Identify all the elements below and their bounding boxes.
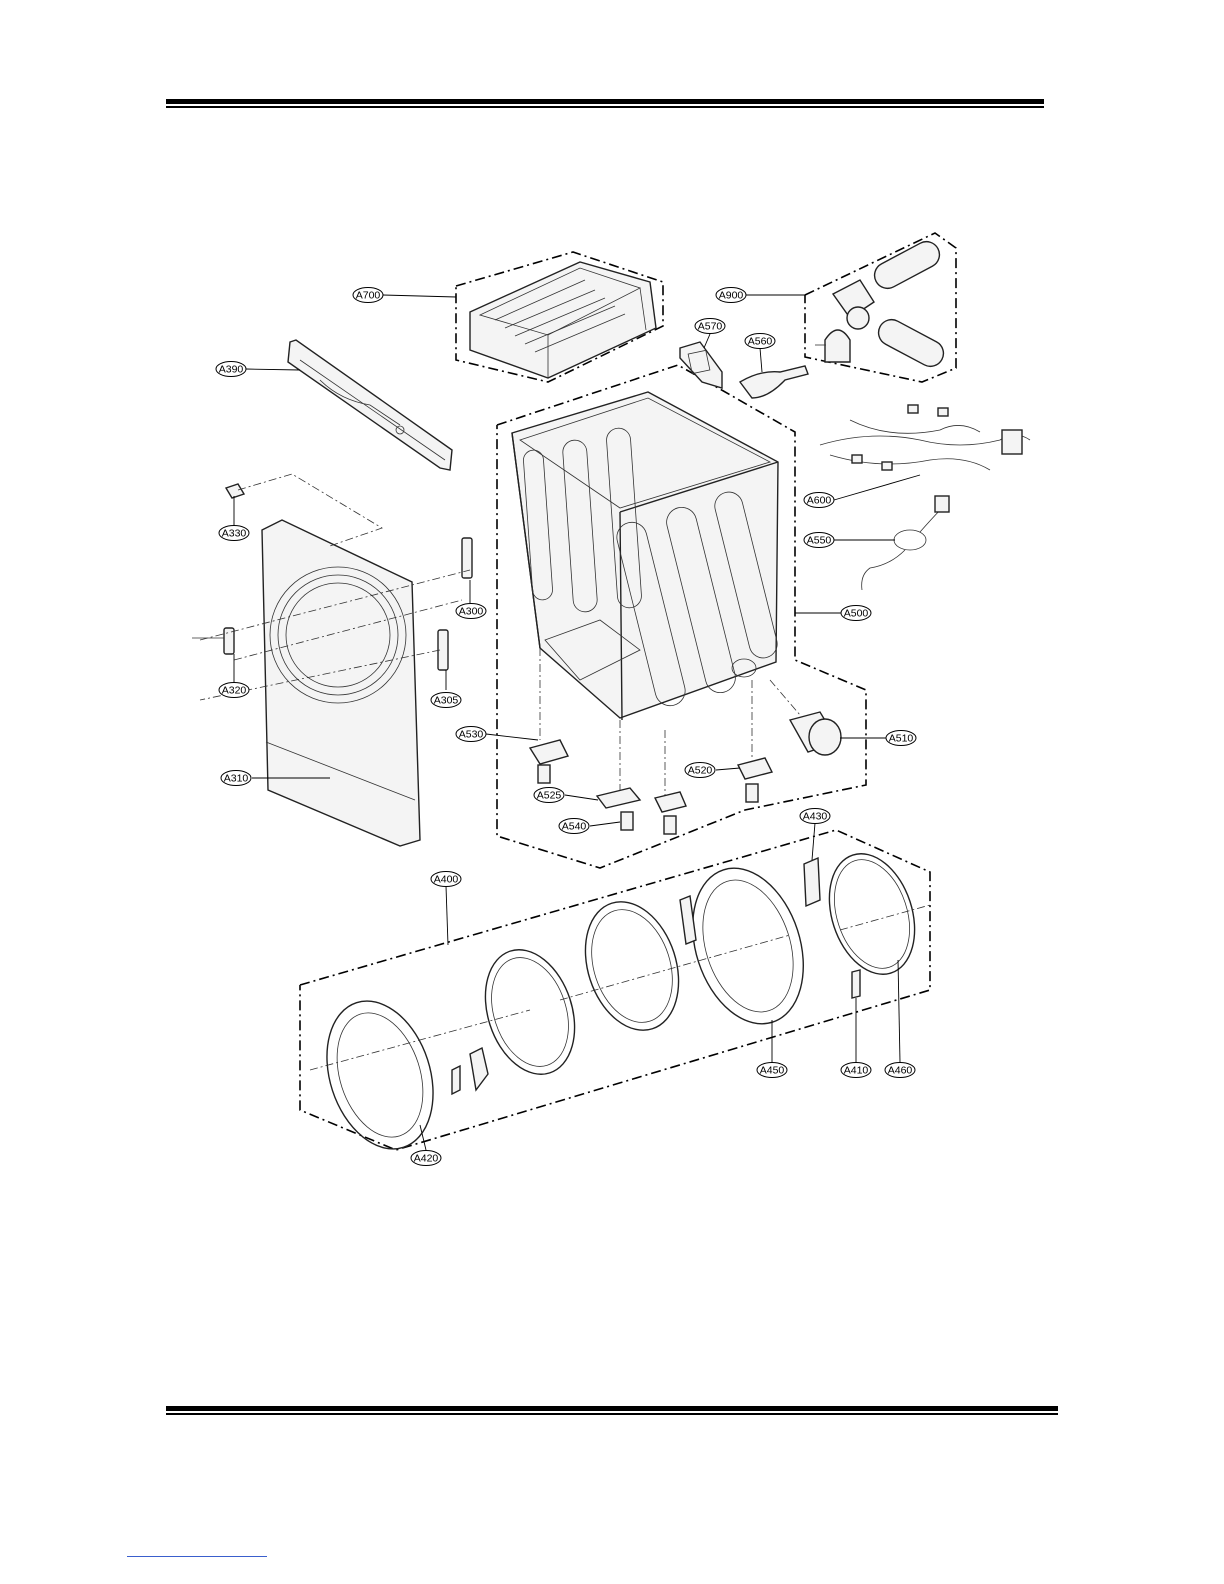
callout-text: A390 — [219, 364, 244, 376]
group-box-a400 — [300, 830, 930, 1150]
bracket-a560-part — [740, 366, 808, 398]
callout-a550: A550 — [804, 533, 834, 548]
front-panel-part — [262, 520, 420, 846]
callout-a390: A390 — [216, 362, 246, 377]
callout-a305: A305 — [431, 693, 461, 708]
door-parts — [309, 843, 930, 1163]
leg-bracket-a530-part — [530, 740, 568, 783]
callout-a560: A560 — [745, 334, 775, 349]
callout-text: A520 — [688, 765, 713, 777]
callout-a570: A570 — [695, 319, 725, 334]
lint-housing-part — [470, 262, 656, 378]
callout-a310: A310 — [221, 771, 251, 786]
callout-text: A450 — [760, 1065, 785, 1077]
callout-text: A530 — [459, 729, 484, 741]
power-cord-part — [862, 496, 949, 590]
callout-text: A460 — [888, 1065, 913, 1077]
bracket-a320-part — [192, 628, 234, 654]
bracket-a330-part — [226, 484, 244, 498]
callout-text: A310 — [224, 773, 249, 785]
callout-text: A330 — [222, 528, 247, 540]
duct-a510-part — [790, 712, 841, 755]
callout-text: A320 — [222, 685, 247, 697]
callout-text: A510 — [889, 733, 914, 745]
callout-a500: A500 — [841, 606, 871, 621]
callout-a320: A320 — [219, 683, 249, 698]
callout-a420: A420 — [411, 1151, 441, 1166]
callout-text: A560 — [748, 336, 773, 348]
callout-text: A700 — [356, 290, 381, 302]
callout-a900: A900 — [716, 288, 746, 303]
callout-a330: A330 — [219, 526, 249, 541]
callout-text: A600 — [807, 495, 832, 507]
callout-a520: A520 — [685, 763, 715, 778]
callout-a540: A540 — [559, 819, 589, 834]
callout-text: A500 — [844, 608, 869, 620]
callout-text: A900 — [719, 290, 744, 302]
callout-text: A410 — [844, 1065, 869, 1077]
cabinet-part — [512, 392, 780, 720]
callout-a400: A400 — [431, 872, 461, 887]
callout-a300: A300 — [456, 604, 486, 619]
callout-a525: A525 — [534, 788, 564, 803]
callout-a430: A430 — [800, 809, 830, 824]
callout-text: A550 — [807, 535, 832, 547]
callout-text: A525 — [537, 790, 562, 802]
callout-text: A300 — [459, 606, 484, 618]
leg-bracket-a525-part — [597, 788, 640, 830]
callout-text: A570 — [698, 321, 723, 333]
callout-text: A400 — [434, 874, 459, 886]
callout-text: A430 — [803, 811, 828, 823]
exhaust-duct-part — [815, 237, 948, 371]
callout-a510: A510 — [886, 731, 916, 746]
callout-a530: A530 — [456, 727, 486, 742]
wire-harness-part — [820, 405, 1030, 470]
callout-a410: A410 — [841, 1063, 871, 1078]
callout-a450: A450 — [757, 1063, 787, 1078]
rear-bracket-part — [288, 340, 452, 470]
bracket-a570-part — [680, 342, 722, 388]
callout-text: A420 — [414, 1153, 439, 1165]
callout-text: A305 — [434, 695, 459, 707]
callout-a600: A600 — [804, 493, 834, 508]
callout-a700: A700 — [353, 288, 383, 303]
callout-a460: A460 — [885, 1063, 915, 1078]
callout-text: A540 — [562, 821, 587, 833]
